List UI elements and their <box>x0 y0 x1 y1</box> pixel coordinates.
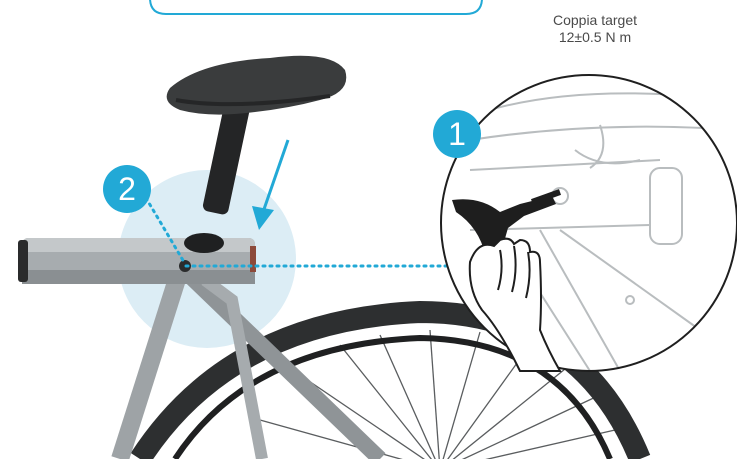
torque-callout: Coppia target 12±0.5 N m <box>520 12 670 46</box>
top-callout-box <box>150 0 482 14</box>
saddle <box>167 56 347 115</box>
step-1-badge: 1 <box>433 110 481 158</box>
step-1-number: 1 <box>448 116 466 152</box>
step-2-number: 2 <box>118 171 136 207</box>
seat-clamp <box>184 233 224 253</box>
torque-value: 12±0.5 N m <box>520 29 670 46</box>
torque-label: Coppia target <box>520 12 670 29</box>
step-2-badge: 2 <box>103 165 151 213</box>
top-tube <box>18 233 256 284</box>
